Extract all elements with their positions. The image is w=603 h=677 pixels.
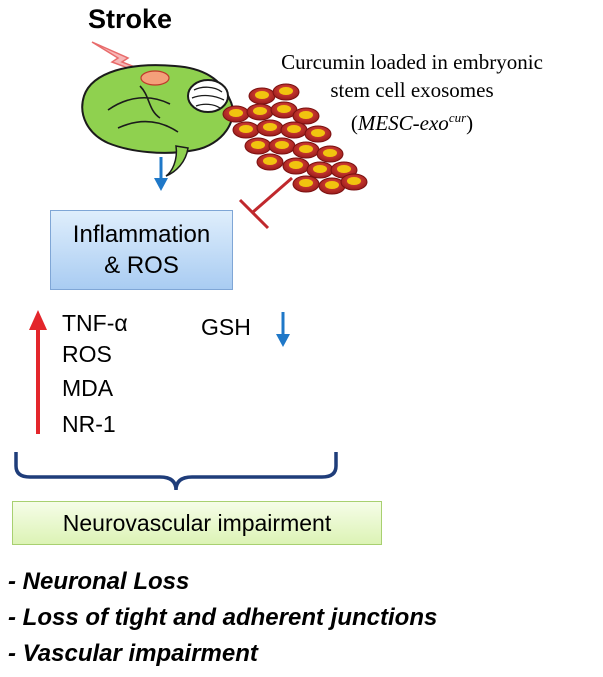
exosome-core <box>275 141 289 149</box>
inhibition-icon <box>238 176 293 230</box>
exosome-abbreviation: (MESC-exocur) <box>350 110 474 135</box>
stroke-title: Stroke <box>88 4 173 34</box>
exosome-core <box>287 125 301 133</box>
outcomes-list: - Neuronal Loss - Loss of tight and adhe… <box>8 564 437 672</box>
exosome-core <box>299 111 313 119</box>
exosome-core <box>313 165 327 173</box>
gsh-down-arrow-icon <box>276 312 290 347</box>
exosome-core <box>337 165 351 173</box>
marker-up-3: MDA <box>62 375 114 401</box>
exosome-cluster <box>222 83 368 195</box>
exosome-core <box>311 129 325 137</box>
down-arrow-icon <box>154 157 168 191</box>
exosome-label: Curcumin loaded in embryonic stem cell e… <box>262 48 562 137</box>
exosome-core <box>263 157 277 165</box>
brain-illustration <box>81 64 234 177</box>
marker-up-1: TNF-α <box>62 310 128 336</box>
marker-up-4: NR-1 <box>62 411 116 437</box>
grouping-brace <box>14 452 338 491</box>
up-arrow-icon <box>29 310 47 434</box>
exosome-core <box>299 179 313 187</box>
exosome-core <box>255 91 269 99</box>
inflammation-line1: Inflammation <box>72 221 211 248</box>
exosome-core <box>251 141 265 149</box>
exosome-label-line2: stem cell exosomes <box>330 78 494 102</box>
exosome-core <box>263 123 277 131</box>
exosome-core <box>289 161 303 169</box>
exosome-label-line1: Curcumin loaded in embryonic <box>281 50 543 74</box>
exosome-core <box>299 145 313 153</box>
exosome-core <box>325 181 339 189</box>
outcome-item-2: - Loss of tight and adherent junctions <box>8 604 438 631</box>
inflammation-line2: & ROS <box>104 252 179 279</box>
outcome-item-1: - Neuronal Loss <box>8 568 190 595</box>
exosome-core <box>277 105 291 113</box>
exosome-core <box>229 109 243 117</box>
exosome-core <box>347 177 361 185</box>
inflammation-box: Inflammation & ROS <box>50 210 233 290</box>
exosome-core <box>279 87 293 95</box>
marker-up-2: ROS <box>62 341 112 367</box>
exosome-core <box>253 107 267 115</box>
exosome-abbr-sup: cur <box>448 110 467 125</box>
exosome-core <box>323 149 337 157</box>
exosome-core <box>239 125 253 133</box>
neurovascular-box: Neurovascular impairment <box>12 501 382 545</box>
exosome-abbr-main: MESC-exo <box>357 111 449 135</box>
marker-down-1: GSH <box>201 314 251 340</box>
outcome-item-3: - Vascular impairment <box>8 640 258 667</box>
